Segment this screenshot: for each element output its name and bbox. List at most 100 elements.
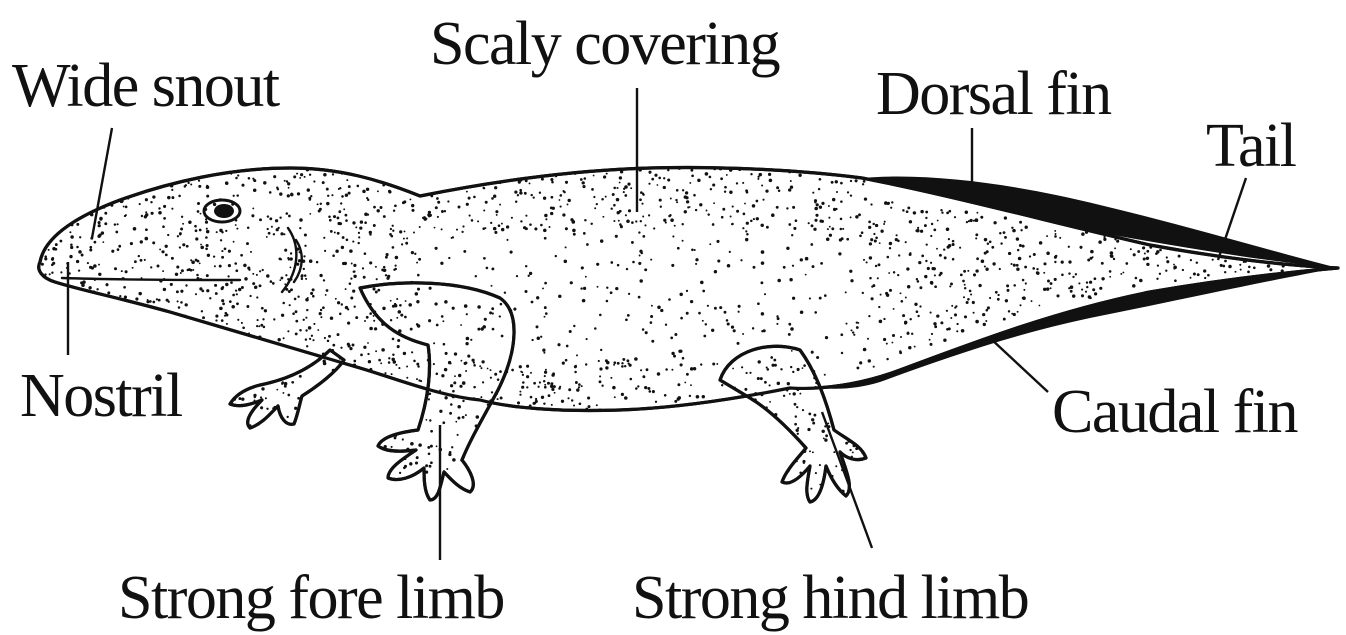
scale-dot [248,177,251,180]
scale-dot [980,216,983,219]
scale-dot [369,261,372,264]
scale-dot [1004,216,1007,219]
scale-dot [364,213,368,217]
scale-dot [835,180,838,183]
scale-dot [221,250,223,252]
scale-dot [377,289,380,292]
scale-dot [716,363,718,365]
scale-dot [205,221,208,224]
scale-dot [930,312,932,314]
scale-dot [303,268,305,270]
scale-dot [686,290,688,292]
scale-dot [793,227,796,230]
scale-dot [1094,277,1097,280]
scale-dot [1197,273,1200,276]
scale-dot [965,210,968,213]
scale-dot [348,344,351,347]
scale-dot [1099,287,1102,290]
scale-dot [583,232,586,235]
scale-dot [250,251,252,253]
scale-dot [679,350,682,353]
scale-dot [916,310,919,313]
scale-dot [411,351,413,353]
scale-dot [535,398,537,400]
scale-dot [411,204,414,207]
scale-dot [769,401,771,403]
scale-dot [499,315,501,317]
scale-dot [339,312,341,314]
scale-dot [638,231,640,233]
scale-dot [406,237,408,239]
scale-dot [746,372,748,374]
scale-dot [1022,296,1026,300]
scale-dot [167,234,169,236]
scale-dot [1017,311,1019,313]
scale-dot [841,352,843,354]
scale-dot [610,261,613,264]
scale-dot [519,391,521,393]
scale-dot [430,430,433,433]
scale-dot [293,175,296,178]
scale-dot [1046,252,1050,256]
scale-dot [285,274,287,276]
scale-dot [433,363,435,365]
scale-dot [1207,274,1210,277]
scale-dot [1013,284,1016,287]
scale-dot [224,247,227,250]
scale-dot [550,206,553,209]
scale-dot [622,358,625,361]
scale-dot [297,192,300,195]
scale-dot [547,382,550,385]
scale-dot [946,310,948,312]
scale-dot [209,297,211,299]
scale-dot [792,297,795,300]
scale-dot [498,224,501,227]
scale-dot [234,262,237,265]
scale-dot [260,396,262,398]
scale-dot [641,203,643,205]
scale-dot [165,254,168,257]
scale-dot [1025,282,1027,284]
scale-dot [752,204,756,208]
scale-dot [803,364,806,367]
scale-dot [484,318,487,321]
scale-dot [664,394,667,397]
scale-dot [764,293,766,295]
scale-dot [596,263,599,266]
scale-dot [267,228,269,230]
scale-dot [287,278,289,280]
scale-dot [1103,238,1106,241]
scale-dot [450,403,453,406]
scale-dot [429,287,432,290]
scale-dot [879,320,883,324]
scale-dot [526,375,529,378]
scale-dot [717,259,720,262]
scale-dot [855,179,858,182]
scale-dot [319,274,322,277]
scale-dot [278,227,280,229]
scale-dot [114,267,117,270]
scale-dot [646,368,649,371]
scale-dot [300,173,303,176]
scale-dot [238,397,241,400]
scale-dot [180,272,182,274]
scale-dot [197,210,200,213]
scale-dot [481,367,483,369]
scale-dot [324,250,326,252]
scale-dot [1146,263,1149,266]
scale-dot [451,446,453,448]
scale-dot [402,438,404,440]
scale-dot [745,238,748,241]
scale-dot [337,232,340,235]
scale-dot [702,290,705,293]
scale-dot [260,324,263,327]
scale-dot [914,346,916,348]
scale-dot [814,219,817,222]
scale-dot [394,204,397,207]
scale-dot [388,190,391,193]
scale-dot [567,397,569,399]
scale-dot [1122,272,1124,274]
scale-dot [761,250,765,254]
scale-dot [950,282,953,285]
scale-dot [635,387,638,390]
